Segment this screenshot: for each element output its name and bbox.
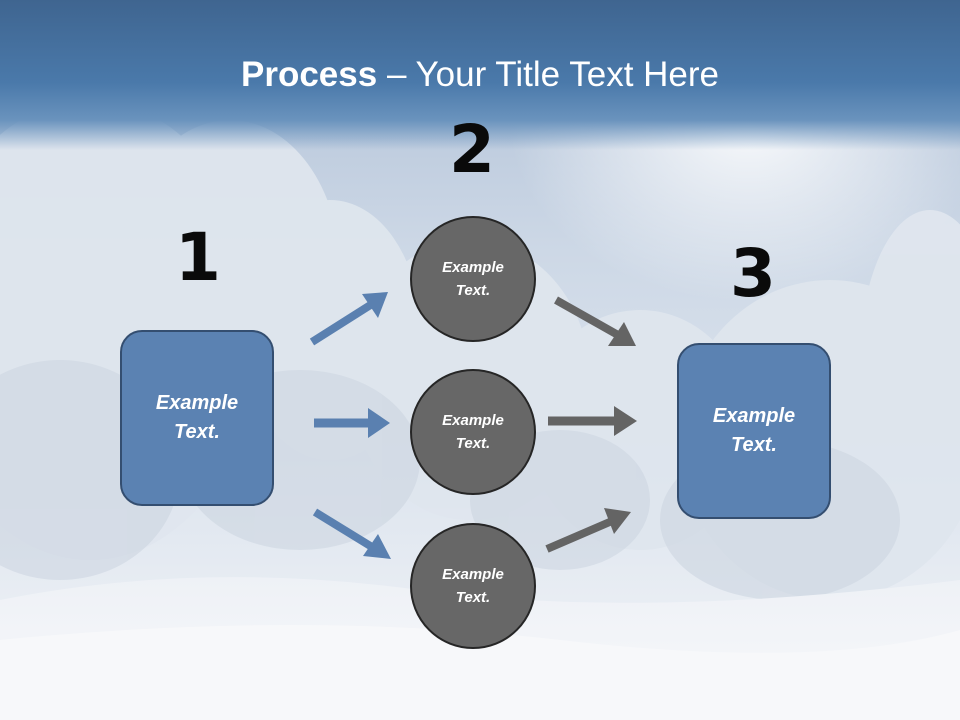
arrow-left-to-bottom: [312, 508, 391, 559]
process-box-right: Example Text.: [677, 343, 831, 519]
title-rest-part: – Your Title Text Here: [377, 55, 719, 94]
step-number-1: 1: [175, 219, 221, 296]
slide-title: Process – Your Title Text Here: [0, 52, 960, 98]
circle-bottom-line2: Text.: [455, 589, 491, 606]
box-right-line2: Text.: [731, 434, 777, 456]
box-left-line2: Text.: [174, 421, 220, 443]
step-number-3: 3: [730, 235, 776, 312]
circle-top-line2: Text.: [455, 282, 491, 299]
circle-top-line1: Example: [442, 259, 504, 276]
process-circle-top: Example Text.: [410, 216, 536, 342]
process-box-left: Example Text.: [120, 330, 274, 506]
arrow-bottom-to-right: [545, 508, 631, 553]
title-bold-part: Process: [241, 55, 378, 94]
circle-middle-line2: Text.: [455, 435, 491, 452]
box-right-line1: Example: [712, 405, 796, 427]
arrow-top-to-right: [554, 296, 636, 346]
box-left-line1: Example: [155, 392, 239, 414]
circle-middle-line1: Example: [442, 412, 504, 429]
circle-bottom-line1: Example: [442, 566, 504, 583]
title-band: [0, 0, 960, 150]
process-circle-bottom: Example Text.: [410, 523, 536, 649]
process-circle-middle: Example Text.: [410, 369, 536, 495]
arrow-left-to-middle: [314, 408, 390, 438]
step-number-2: 2: [449, 111, 495, 188]
arrow-middle-to-right: [548, 406, 637, 436]
arrow-left-to-top: [309, 292, 388, 346]
